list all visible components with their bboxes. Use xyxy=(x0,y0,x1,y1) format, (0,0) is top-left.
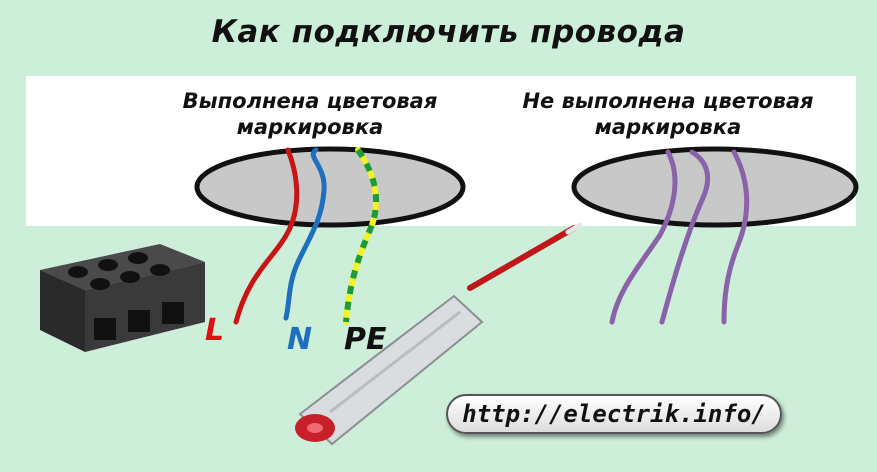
wire-tag-pe: PE xyxy=(344,322,387,357)
label-marked: Выполнена цветовая маркировка xyxy=(150,88,470,140)
wire-n xyxy=(283,147,327,321)
label-unmarked-line2: маркировка xyxy=(594,115,742,139)
wire-unmarked-3 xyxy=(721,149,750,325)
terminal-block-icon xyxy=(40,244,205,352)
wire-tag-l: L xyxy=(205,313,225,348)
wire-tag-n: N xyxy=(287,322,313,357)
wall-hole-right xyxy=(571,146,859,228)
label-unmarked-line1: Не выполнена цветовая xyxy=(522,89,814,113)
label-marked-line2: маркировка xyxy=(236,115,384,139)
wire-pe-stripe xyxy=(343,148,380,323)
wall-hole-left xyxy=(194,146,466,228)
label-marked-line1: Выполнена цветовая xyxy=(182,89,438,113)
page-title: Как подключить провода xyxy=(211,14,686,50)
wire-l xyxy=(233,147,300,325)
screwdriver-tester-icon xyxy=(295,222,583,446)
wire-unmarked-2 xyxy=(659,149,711,325)
url-link[interactable]: http://electrik.info/ xyxy=(446,394,782,434)
wire-unmarked-1 xyxy=(609,149,678,325)
label-unmarked: Не выполнена цветовая маркировка xyxy=(488,88,848,140)
